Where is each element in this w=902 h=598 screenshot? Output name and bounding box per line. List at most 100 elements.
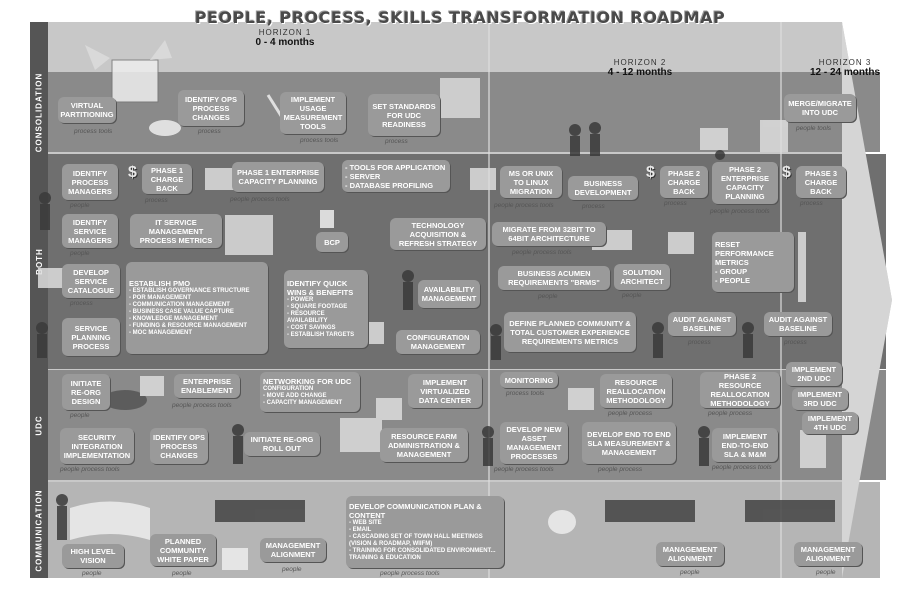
box-establish-pmo[interactable]: ESTABLISH PMO - ESTABLISH GOVERNANCE STR… <box>126 262 268 354</box>
box-management-alignment-3[interactable]: MANAGEMENT ALIGNMENT <box>794 542 862 566</box>
box-phase3-charge-back[interactable]: PHASE 3 CHARGE BACK <box>796 166 846 198</box>
box-audit-against-baseline-1[interactable]: AUDIT AGAINST BASELINE <box>668 312 736 336</box>
box-ms-unix-linux-migration[interactable]: MS OR UNIX TO LINUX MIGRATION <box>500 166 562 198</box>
box-initiate-reorg-rollout[interactable]: INITIATE RE-ORG ROLL OUT <box>244 432 320 456</box>
box-label: PHASE 3 CHARGE BACK <box>804 168 838 196</box>
tag-people-process-tools: people process tools <box>512 249 572 256</box>
box-virtual-partitioning[interactable]: VIRTUAL PARTITIONING <box>58 97 116 123</box>
tag-people-process-tools: people process tools <box>494 466 554 473</box>
box-business-development[interactable]: BUSINESS DEVELOPMENT <box>568 176 638 200</box>
box-develop-service-catalogue[interactable]: DEVELOP SERVICE CATALOGUE <box>62 264 120 298</box>
horizon-2-name: HORIZON 2 <box>613 58 667 67</box>
box-planned-community-white-paper[interactable]: PLANNED COMMUNITY WHITE PAPER <box>150 534 216 566</box>
building-illustration <box>225 215 273 255</box>
box-label: MANAGEMENT ALIGNMENT <box>800 545 856 563</box>
box-label: RESOURCE FARM ADMINISTRATION & MANAGEMEN… <box>388 431 460 459</box>
box-communication-plan[interactable]: DEVELOP COMMUNICATION PLAN & CONTENT - W… <box>346 496 504 568</box>
box-end-to-end-sla[interactable]: DEVELOP END TO END SLA MEASUREMENT & MAN… <box>582 422 676 464</box>
box-identify-ops-process-changes-udc[interactable]: IDENTIFY OPS PROCESS CHANGES <box>150 428 208 464</box>
hat-illustration <box>149 120 181 136</box>
box-set-standards-udc[interactable]: SET STANDARDS FOR UDC READINESS <box>368 94 440 136</box>
box-quick-wins[interactable]: IDENTIFY QUICK WINS & BENEFITS - POWER -… <box>284 270 368 348</box>
box-develop-asset-management[interactable]: DEVELOP NEW ASSET MANAGEMENT PROCESSES <box>500 422 568 464</box>
person-illustration <box>570 136 580 156</box>
box-management-alignment-1[interactable]: MANAGEMENT ALIGNMENT <box>260 538 326 562</box>
box-identify-service-managers[interactable]: IDENTIFY SERVICE MANAGERS <box>62 214 118 248</box>
box-label: IDENTIFY OPS PROCESS CHANGES <box>185 94 237 122</box>
box-phase1-charge-back[interactable]: PHASE 1 CHARGE BACK <box>142 164 192 194</box>
box-enterprise-enablement[interactable]: ENTERPRISE ENABLEMENT <box>174 374 240 398</box>
box-implement-4th-udc[interactable]: IMPLEMENT 4TH UDC <box>802 412 858 434</box>
box-networking-for-udc[interactable]: NETWORKING FOR UDC CONFIGURATION - MOVE … <box>260 372 360 412</box>
box-security-integration[interactable]: SECURITY INTEGRATION IMPLEMENTATION <box>60 428 134 464</box>
box-management-alignment-2[interactable]: MANAGEMENT ALIGNMENT <box>656 542 724 566</box>
box-technology-acquisition[interactable]: TECHNOLOGY ACQUISITION & REFRESH STRATEG… <box>390 218 486 250</box>
tag-people: people <box>70 250 90 257</box>
comm-item: - WEB SITE <box>349 520 382 526</box>
box-merge-migrate-udc[interactable]: MERGE/MIGRATE INTO UDC <box>784 94 856 122</box>
box-monitoring[interactable]: MONITORING <box>500 372 558 388</box>
box-implement-virtualized-dc[interactable]: IMPLEMENT VIRTUALIZED DATA CENTER <box>408 374 482 408</box>
meeting-illustration <box>745 500 835 522</box>
arrow-illustration <box>150 40 172 60</box>
box-configuration-management[interactable]: CONFIGURATION MANAGEMENT <box>396 330 480 354</box>
box-phase2-capacity-planning[interactable]: PHASE 2 ENTERPRISE CAPACITY PLANNING <box>712 162 778 204</box>
box-migrate-32-64bit[interactable]: MIGRATE FROM 32BIT TO 64BIT ARCHITECTURE <box>492 222 606 246</box>
box-label: IMPLEMENT 2ND UDC <box>791 365 837 383</box>
box-availability-management[interactable]: AVAILABILITY MANAGEMENT <box>418 280 480 308</box>
box-identify-ops-process-changes[interactable]: IDENTIFY OPS PROCESS CHANGES <box>178 90 244 126</box>
networking-item: - CAPACITY MANAGEMENT <box>263 400 343 406</box>
box-label: ESTABLISH PMO <box>129 279 191 288</box>
server-illustration <box>800 430 826 468</box>
tag-process: process <box>800 200 823 207</box>
box-initiate-reorg-design[interactable]: INITIATE RE-ORG DESIGN <box>62 374 110 410</box>
horizon-3-name: HORIZON 3 <box>818 58 872 67</box>
box-label: IMPLEMENT END-TO-END SLA & M&M <box>721 431 769 459</box>
box-resource-reallocation[interactable]: RESOURCE REALLOCATION METHODOLOGY <box>600 374 672 408</box>
box-resource-farm-admin[interactable]: RESOURCE FARM ADMINISTRATION & MANAGEMEN… <box>380 428 468 462</box>
box-implement-3rd-udc[interactable]: IMPLEMENT 3RD UDC <box>792 388 848 410</box>
box-audit-against-baseline-2[interactable]: AUDIT AGAINST BASELINE <box>764 312 832 336</box>
box-label: AUDIT AGAINST BASELINE <box>672 315 732 333</box>
meeting-illustration <box>605 500 695 522</box>
tag-people: people <box>82 570 102 577</box>
box-business-acumen[interactable]: BUSINESS ACUMEN REQUIREMENTS "BRMs" <box>498 266 610 290</box>
person-illustration <box>715 150 725 160</box>
box-it-service-management-metrics[interactable]: IT SERVICE MANAGEMENT PROCESS METRICS <box>130 214 222 248</box>
box-service-planning-process[interactable]: SERVICE PLANNING PROCESS <box>62 318 120 356</box>
person-illustration <box>698 426 710 438</box>
box-label: MONITORING <box>504 375 554 385</box>
tag-process: process <box>582 203 605 210</box>
person-illustration <box>232 424 244 436</box>
box-solution-architect[interactable]: SOLUTION ARCHITECT <box>614 264 670 290</box>
person-illustration <box>589 122 601 134</box>
box-phase1-capacity-planning[interactable]: PHASE 1 ENTERPRISE CAPACITY PLANNING <box>232 162 324 192</box>
box-phase2-charge-back[interactable]: PHASE 2 CHARGE BACK <box>660 166 708 198</box>
box-phase2-resource-reallocation[interactable]: PHASE 2 RESOURCE REALLOCATION METHODOLOG… <box>700 372 780 408</box>
box-label: IMPLEMENT VIRTUALIZED DATA CENTER <box>418 377 472 405</box>
box-implement-usage-measurement-tools[interactable]: IMPLEMENT USAGE MEASUREMENT TOOLS <box>280 92 346 134</box>
horizon-1-range: 0 - 4 months <box>255 37 315 48</box>
box-implement-2nd-udc[interactable]: IMPLEMENT 2ND UDC <box>786 362 842 386</box>
box-define-planned-community[interactable]: DEFINE PLANNED COMMUNITY & TOTAL CUSTOME… <box>504 312 636 352</box>
box-tools-for-application[interactable]: - TOOLS FOR APPLICATION - SERVER - DATAB… <box>342 160 450 192</box>
pmo-item: - BUSINESS CASE VALUE CAPTURE <box>129 309 234 315</box>
tag-process-tools: process tools <box>506 390 545 397</box>
person-illustration <box>39 192 51 204</box>
quick-win-item: - POWER <box>287 297 314 303</box>
box-label: TECHNOLOGY ACQUISITION & REFRESH STRATEG… <box>398 220 478 248</box>
box-reset-performance-metrics[interactable]: RESET PERFORMANCE METRICS - GROUP - PEOP… <box>712 232 794 292</box>
person-illustration <box>491 336 501 360</box>
comm-item: TRAINING & EDUCATION <box>349 555 421 561</box>
box-high-level-vision[interactable]: HIGH LEVEL VISION <box>62 544 124 568</box>
person-illustration <box>57 506 67 540</box>
pmo-item: - KNOWLEDGE MANAGEMENT <box>129 316 218 322</box>
person-illustration <box>402 270 414 282</box>
box-bcp[interactable]: BCP <box>316 232 348 252</box>
arrow-illustration <box>85 45 110 70</box>
dollar-icon: $ <box>128 164 137 181</box>
box-label: IMPLEMENT 4TH UDC <box>807 414 853 432</box>
box-identify-process-managers[interactable]: IDENTIFY PROCESS MANAGERS <box>62 164 118 200</box>
box-implement-end-to-end-sla[interactable]: IMPLEMENT END-TO-END SLA & M&M <box>712 428 778 462</box>
box-label: VIRTUAL PARTITIONING <box>60 101 114 119</box>
